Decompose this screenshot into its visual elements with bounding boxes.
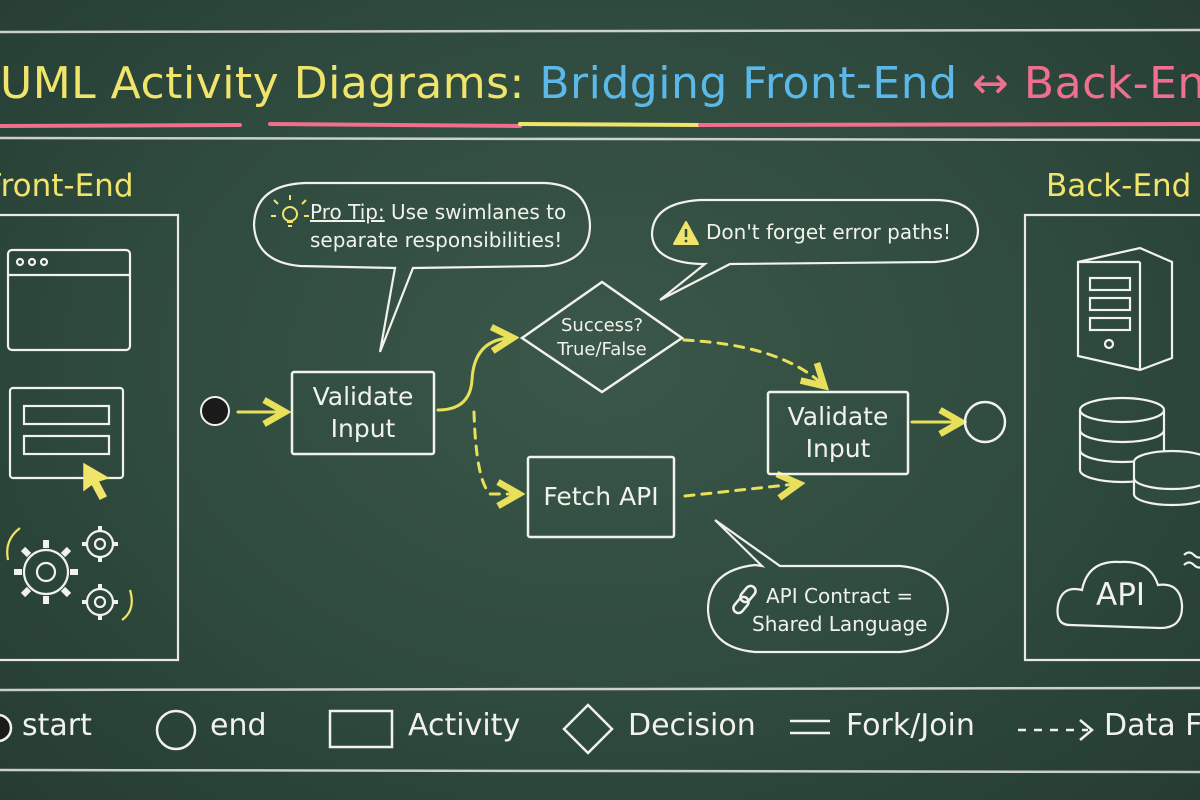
activity-boxes	[290, 370, 910, 539]
browser-window-icon	[6, 248, 132, 352]
validate-input-2-label: Validate Input	[787, 402, 889, 463]
validate-input-1-label: Validate Input	[312, 382, 414, 443]
front-end-lane	[0, 213, 180, 662]
data-flow-arrows	[472, 338, 822, 496]
legend-activity-symbol	[328, 709, 394, 749]
board-frame	[0, 28, 1200, 774]
legend-decision-symbol	[562, 703, 614, 755]
back-end-lane-title: Back-End	[1046, 168, 1192, 204]
title-part-2: Bridging Front-End	[539, 58, 958, 109]
legend-end-label: end	[210, 708, 267, 743]
front-end-lane-title: Front-End	[0, 168, 134, 204]
cloud-icon	[1056, 551, 1200, 630]
api-contract-line-1: API Contract =	[766, 584, 914, 608]
pro-tip-rest: Use swimlanes to	[384, 200, 567, 224]
flow-arrows	[236, 338, 958, 422]
api-contract-bubble	[706, 519, 950, 654]
gears-icon	[6, 526, 133, 621]
warning-text: Don't forget error paths!	[706, 220, 952, 244]
legend-start-label: start	[22, 708, 92, 743]
pro-tip-line-1: Pro Tip: Use swimlanes to	[310, 200, 566, 225]
legend-symbols	[0, 703, 1094, 755]
legend-fork-join-label: Fork/Join	[846, 708, 975, 743]
legend-end-symbol	[155, 709, 197, 751]
legend-start-symbol	[0, 713, 13, 743]
fetch-api-label: Fetch API	[543, 482, 659, 511]
title-arrow: ↔	[972, 58, 1010, 109]
legend-activity-label: Activity	[408, 708, 521, 743]
form-icon	[8, 386, 125, 480]
page-title: UML Activity Diagrams: Bridging Front-En…	[0, 58, 1200, 118]
pro-tip-line-2: separate responsibilities!	[310, 228, 563, 252]
legend-data-flow-label: Data Flow	[1104, 708, 1200, 743]
legend-data-flow-symbol	[1018, 719, 1094, 741]
warning-icon	[673, 221, 699, 245]
title-part-1: UML Activity Diagrams:	[0, 58, 525, 109]
link-icon	[732, 584, 757, 615]
lightbulb-icon	[271, 195, 309, 227]
api-contract-line-2: Shared Language	[752, 612, 928, 636]
pro-tip-bubble	[252, 181, 592, 353]
legend-decision-label: Decision	[628, 708, 756, 743]
database-icon	[1078, 396, 1200, 507]
end-node	[963, 400, 1007, 444]
decision-label: Success? True/False	[557, 315, 647, 360]
pro-tip-label: Pro Tip:	[310, 200, 385, 224]
api-cloud-label: API	[1096, 577, 1146, 613]
legend-fork-join-symbol	[790, 719, 830, 735]
cursor-icon	[83, 462, 110, 500]
back-end-lane	[1023, 213, 1200, 662]
server-icon	[1076, 246, 1174, 372]
warning-bubble	[650, 198, 980, 301]
title-underline	[0, 122, 1200, 128]
decision-diamond	[519, 280, 685, 394]
start-node	[200, 396, 230, 426]
title-part-3: Back-End	[1023, 58, 1200, 109]
